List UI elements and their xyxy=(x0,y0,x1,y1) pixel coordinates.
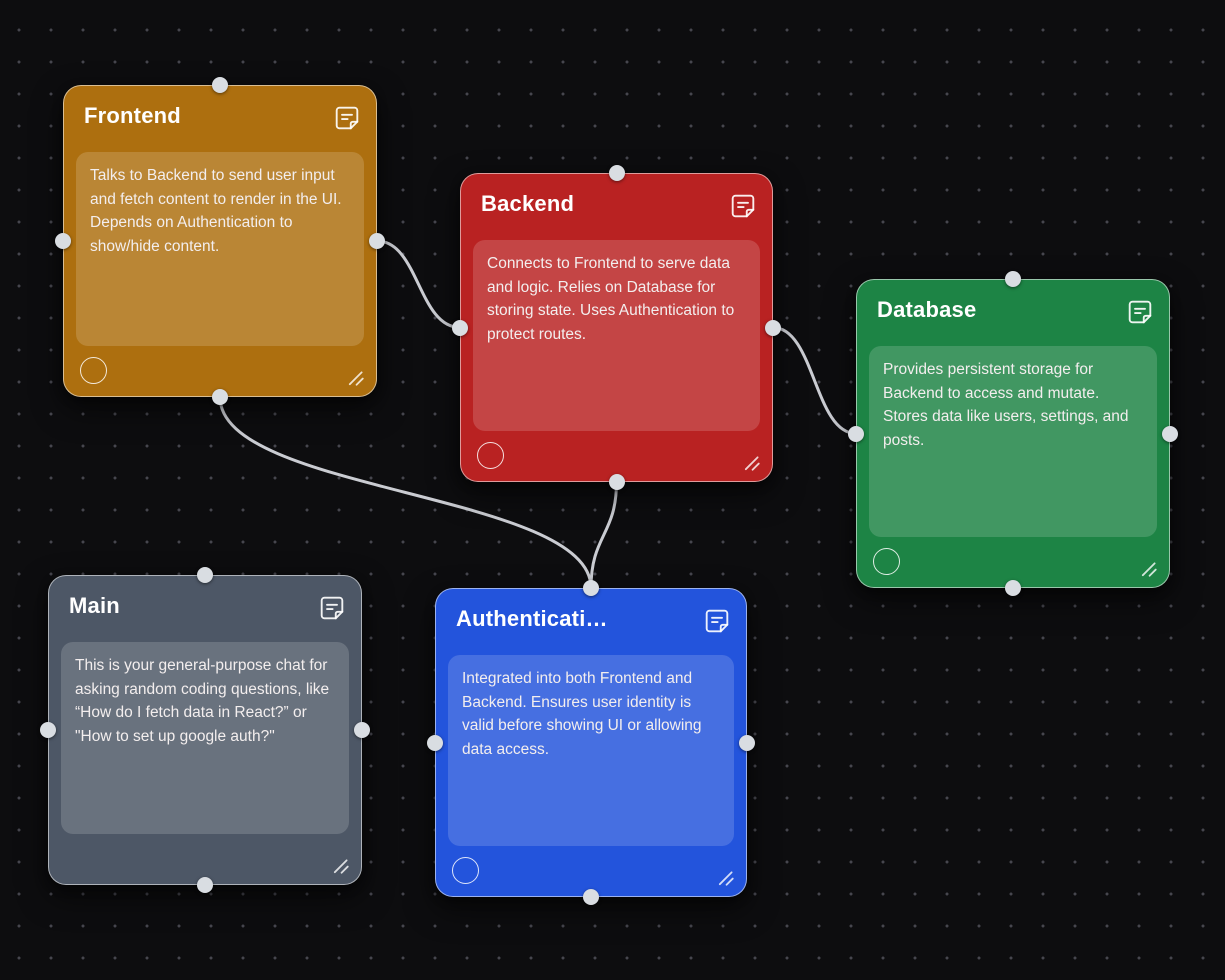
node-header: Backend xyxy=(461,174,772,221)
node-title: Main xyxy=(69,593,120,618)
node-title: Database xyxy=(877,297,977,322)
node-main[interactable]: Main This is your general-purpose chat f… xyxy=(40,567,370,893)
connection-handle-right[interactable] xyxy=(369,233,385,249)
connection-handle-top[interactable] xyxy=(197,567,213,583)
connection-handle-top[interactable] xyxy=(212,77,228,93)
node-header: Main xyxy=(49,576,361,623)
connection-handle-bottom[interactable] xyxy=(197,877,213,893)
note-icon[interactable] xyxy=(702,606,732,636)
resize-handle-icon[interactable] xyxy=(1140,560,1158,578)
node-description-text: Provides persistent storage for Backend … xyxy=(883,361,1129,449)
edge-frontend-authentication[interactable] xyxy=(218,395,593,590)
resize-handle-icon[interactable] xyxy=(743,454,761,472)
edge-backend-authentication[interactable] xyxy=(589,480,618,590)
note-icon[interactable] xyxy=(728,191,758,221)
connection-handle-left[interactable] xyxy=(427,734,443,751)
note-icon[interactable] xyxy=(1125,297,1155,327)
connection-handle-left[interactable] xyxy=(848,425,864,442)
connection-handle-bottom[interactable] xyxy=(583,889,599,905)
connection-handle-bottom[interactable] xyxy=(212,389,228,405)
node-description[interactable]: Integrated into both Frontend and Backen… xyxy=(448,655,734,846)
connection-handle-right[interactable] xyxy=(1162,425,1178,442)
connection-handle-right[interactable] xyxy=(739,734,755,751)
node-description[interactable]: This is your general-purpose chat for as… xyxy=(61,642,349,834)
circle-outline-button[interactable] xyxy=(452,857,479,884)
connection-handle-top[interactable] xyxy=(1005,271,1021,287)
node-frontend[interactable]: Frontend Talks to Backend to send user i… xyxy=(55,77,385,405)
node-header: Frontend xyxy=(64,86,376,133)
connection-handle-right[interactable] xyxy=(354,722,370,738)
node-title: Backend xyxy=(481,191,575,216)
edge-backend-database[interactable] xyxy=(771,326,858,435)
node-description-text: Talks to Backend to send user input and … xyxy=(90,167,342,255)
node-database[interactable]: Database Provides persistent storage for… xyxy=(848,271,1178,596)
note-icon[interactable] xyxy=(317,593,347,623)
circle-outline-button[interactable] xyxy=(80,357,107,384)
connection-handle-top[interactable] xyxy=(583,580,599,596)
edge-frontend-backend[interactable] xyxy=(375,239,462,329)
connection-handle-bottom[interactable] xyxy=(1005,580,1021,596)
node-title: Authenticati… xyxy=(456,606,608,631)
node-description[interactable]: Connects to Frontend to serve data and l… xyxy=(473,240,760,431)
node-header: Authenticati… xyxy=(436,589,746,636)
node-description-text: Integrated into both Frontend and Backen… xyxy=(462,670,702,758)
note-icon[interactable] xyxy=(332,103,362,133)
node-title: Frontend xyxy=(84,103,181,128)
circle-outline-button[interactable] xyxy=(873,548,900,575)
connection-handle-left[interactable] xyxy=(40,722,56,738)
node-backend[interactable]: Backend Connects to Frontend to serve da… xyxy=(452,165,781,490)
connection-handle-left[interactable] xyxy=(55,233,71,249)
connection-handle-right[interactable] xyxy=(765,319,781,336)
node-description[interactable]: Provides persistent storage for Backend … xyxy=(869,346,1157,537)
connection-handle-left[interactable] xyxy=(452,319,468,336)
connection-handle-top[interactable] xyxy=(608,165,625,181)
node-header: Database xyxy=(857,280,1169,327)
connection-handle-bottom[interactable] xyxy=(608,474,625,490)
resize-handle-icon[interactable] xyxy=(347,369,365,387)
node-authentication[interactable]: Authenticati… Integrated into both Front… xyxy=(427,580,755,905)
circle-outline-button[interactable] xyxy=(477,442,504,469)
resize-handle-icon[interactable] xyxy=(717,869,735,887)
node-description-text: This is your general-purpose chat for as… xyxy=(75,657,330,745)
node-description[interactable]: Talks to Backend to send user input and … xyxy=(76,152,364,346)
resize-handle-icon[interactable] xyxy=(332,857,350,875)
node-description-text: Connects to Frontend to serve data and l… xyxy=(487,255,735,343)
